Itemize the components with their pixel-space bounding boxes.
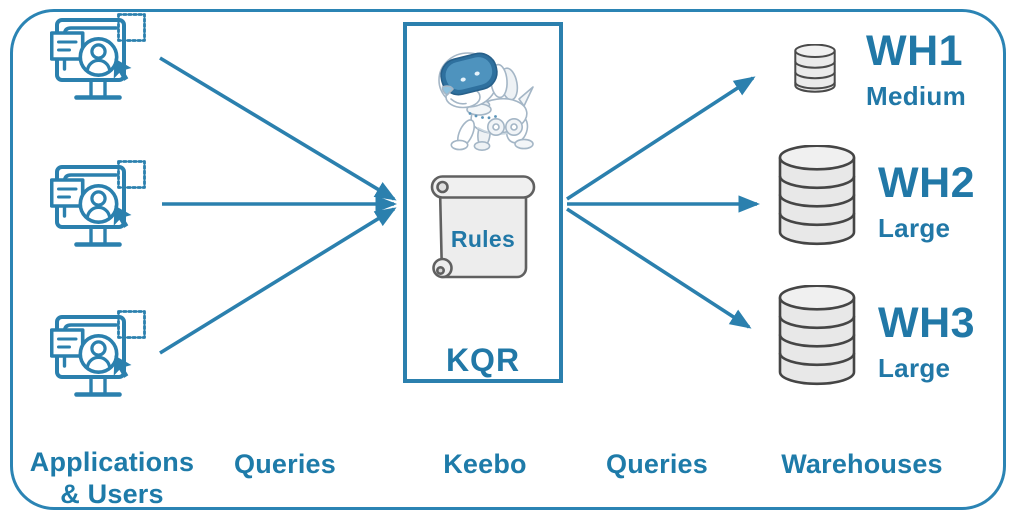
database-cylinder-icon: [778, 145, 856, 246]
label-applications-users: Applications & Users: [29, 447, 195, 509]
warehouse-label-wh1: WH1 Medium: [866, 30, 966, 112]
wh3-name: WH3: [878, 299, 976, 347]
rules-scroll-icon: Rules: [423, 174, 543, 296]
wh3-size: Large: [878, 353, 951, 383]
warehouse-db-icon-wh3: [778, 285, 856, 386]
database-cylinder-icon: [778, 285, 856, 386]
database-cylinder-icon: [794, 44, 836, 94]
monitor-user-icon: [50, 160, 147, 250]
applications-users-icon-1: [50, 13, 147, 103]
kqr-box: Rules KQR: [403, 22, 563, 383]
wh1-size: Medium: [866, 81, 967, 111]
wh2-name: WH2: [878, 159, 976, 207]
rules-label: Rules: [450, 226, 516, 252]
warehouse-label-wh2: WH2 Large: [878, 162, 975, 244]
warehouse-db-icon-wh2: [778, 145, 856, 246]
label-warehouses: Warehouses: [781, 449, 943, 479]
label-keebo: Keebo: [443, 449, 527, 479]
wh2-size: Large: [878, 213, 951, 243]
label-queries-left: Queries: [234, 449, 336, 479]
applications-users-icon-2: [50, 160, 147, 250]
warehouse-db-icon-wh1: [794, 44, 836, 94]
warehouse-label-wh3: WH3 Large: [878, 302, 975, 384]
monitor-user-icon: [50, 13, 147, 103]
kqr-label: KQR: [445, 342, 521, 378]
wh1-name: WH1: [866, 27, 964, 75]
diagram-border: [10, 9, 1006, 510]
monitor-user-icon: [50, 310, 147, 400]
label-queries-right: Queries: [606, 449, 708, 479]
robot-dog-icon: [438, 52, 534, 152]
applications-users-icon-3: [50, 310, 147, 400]
